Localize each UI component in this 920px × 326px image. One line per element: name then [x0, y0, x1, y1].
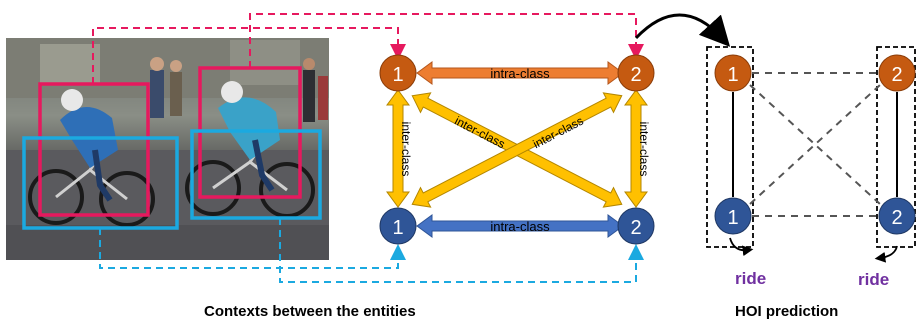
svg-text:1: 1	[392, 64, 403, 86]
contexts-caption: Contexts between the entities	[204, 303, 416, 320]
inter-class-diagonal-a-label: inter-class	[452, 114, 507, 152]
human-node-1: 1	[379, 54, 417, 92]
svg-text:2: 2	[891, 207, 902, 229]
cyclists-photo	[6, 38, 329, 260]
object-node-2: 2	[617, 207, 655, 245]
hoi-human-node-2: 2	[878, 54, 916, 92]
svg-text:2: 2	[630, 64, 641, 86]
inter-class-diagonal-b-edge	[411, 92, 623, 208]
svg-text:1: 1	[727, 207, 738, 229]
hoi-human-node-1: 1	[714, 54, 752, 92]
svg-text:1: 1	[392, 217, 403, 239]
svg-text:1: 1	[727, 64, 738, 86]
verb-label-left: ride	[735, 269, 766, 288]
verb-arrow-left	[729, 237, 754, 257]
hoi-pair-box-left	[706, 46, 754, 248]
pink-dashed-connector	[92, 13, 644, 84]
hoi-object-node-1: 1	[714, 197, 752, 235]
hoi-object-node-2: 2	[878, 197, 916, 235]
hoi-prediction-caption: HOI prediction	[735, 303, 839, 320]
curved-arrow	[634, 13, 731, 47]
verb-label-right: ride	[858, 270, 889, 289]
blue-dashed-connector	[99, 218, 644, 283]
inter-class-left-edge	[386, 89, 410, 208]
svg-text:2: 2	[630, 217, 641, 239]
svg-text:2: 2	[891, 64, 902, 86]
verb-arrow-right	[874, 245, 898, 263]
hoi-dashed-edges	[749, 72, 881, 217]
inter-class-left-label: inter-class	[399, 122, 413, 177]
inter-class-right-label: inter-class	[637, 122, 651, 177]
object-node-1: 1	[379, 207, 417, 245]
intra-class-bottom-label: intra-class	[490, 219, 550, 234]
human-node-2: 2	[617, 54, 655, 92]
intra-class-top-label: intra-class	[490, 66, 550, 81]
inter-class-right-edge	[624, 89, 648, 208]
